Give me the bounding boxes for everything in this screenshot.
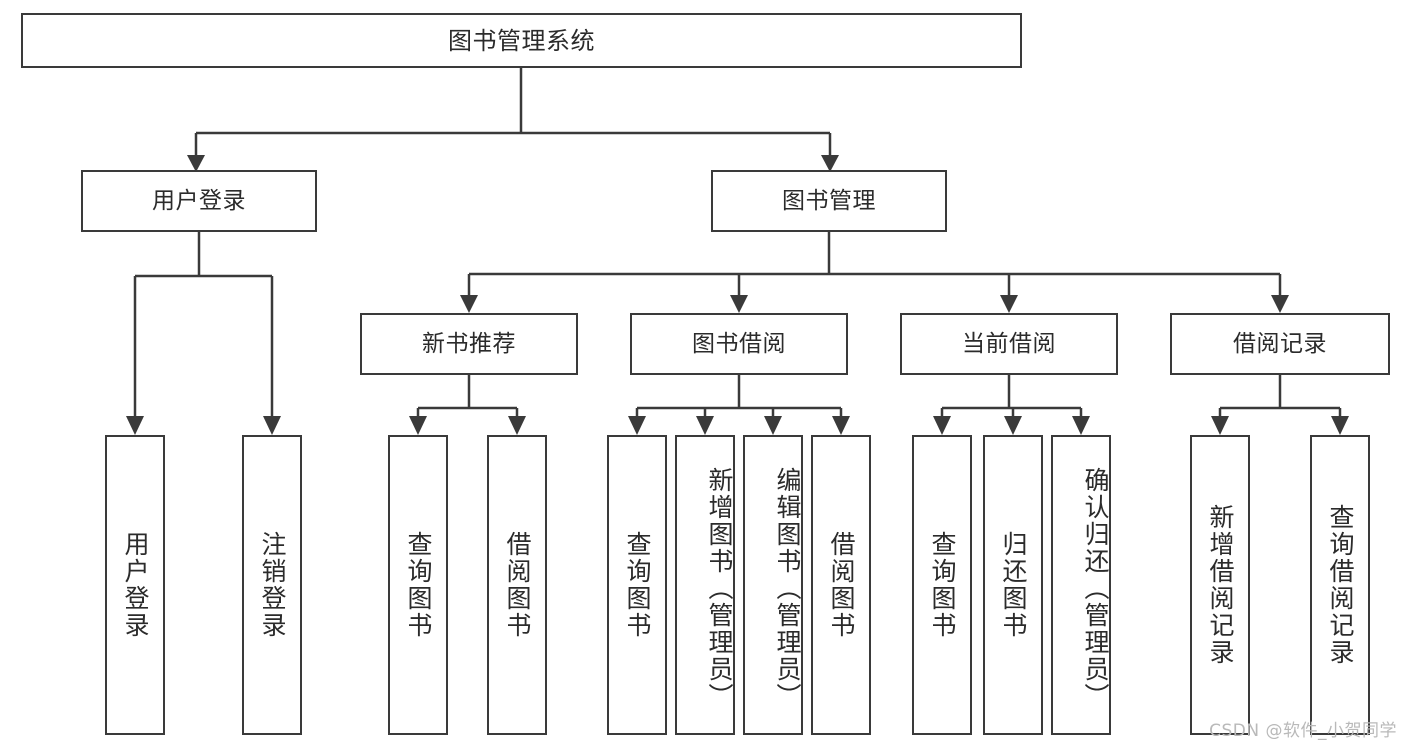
node-leaf-query-book-3[interactable]: 查询图书 <box>912 435 972 735</box>
node-leaf-return-book[interactable]: 归还图书 <box>983 435 1043 735</box>
node-book-manage[interactable]: 图书管理 <box>711 170 947 232</box>
node-leaf-confirm-return[interactable]: 确认归还（管理员） <box>1051 435 1111 735</box>
node-leaf-borrow-book-1[interactable]: 借阅图书 <box>487 435 547 735</box>
node-label: 查询图书 <box>404 531 433 639</box>
node-root-system[interactable]: 图书管理系统 <box>21 13 1022 68</box>
node-label: 图书借阅 <box>692 330 786 357</box>
node-borrow-record[interactable]: 借阅记录 <box>1170 313 1390 375</box>
node-label: 借阅图书 <box>827 531 856 639</box>
node-book-borrow[interactable]: 图书借阅 <box>630 313 848 375</box>
node-label: 新增图书（管理员） <box>705 466 734 710</box>
node-leaf-query-book-2[interactable]: 查询图书 <box>607 435 667 735</box>
node-user-login[interactable]: 用户登录 <box>81 170 317 232</box>
node-leaf-query-record[interactable]: 查询借阅记录 <box>1310 435 1370 735</box>
node-leaf-query-book-1[interactable]: 查询图书 <box>388 435 448 735</box>
node-label: 图书管理系统 <box>448 26 595 55</box>
node-label: 查询借阅记录 <box>1326 504 1355 666</box>
node-leaf-add-book[interactable]: 新增图书（管理员） <box>675 435 735 735</box>
node-label: 用户登录 <box>152 187 246 214</box>
node-current-borrow[interactable]: 当前借阅 <box>900 313 1118 375</box>
node-label: 查询图书 <box>623 531 652 639</box>
node-label: 编辑图书（管理员） <box>773 466 802 710</box>
node-label: 用户登录 <box>121 531 150 639</box>
node-leaf-edit-book[interactable]: 编辑图书（管理员） <box>743 435 803 735</box>
node-label: 注销登录 <box>258 531 287 639</box>
node-leaf-logout[interactable]: 注销登录 <box>242 435 302 735</box>
node-label: 新增借阅记录 <box>1206 504 1235 666</box>
node-label: 图书管理 <box>782 187 876 214</box>
node-label: 确认归还（管理员） <box>1081 466 1110 710</box>
node-label: 借阅记录 <box>1233 330 1327 357</box>
node-label: 新书推荐 <box>422 330 516 357</box>
node-label: 归还图书 <box>999 531 1028 639</box>
node-leaf-add-record[interactable]: 新增借阅记录 <box>1190 435 1250 735</box>
node-leaf-borrow-book-2[interactable]: 借阅图书 <box>811 435 871 735</box>
node-label: 当前借阅 <box>962 330 1056 357</box>
node-leaf-user-login[interactable]: 用户登录 <box>105 435 165 735</box>
watermark-text: CSDN @软件_小贺同学 <box>1209 721 1397 741</box>
node-label: 借阅图书 <box>503 531 532 639</box>
node-new-book-rec[interactable]: 新书推荐 <box>360 313 578 375</box>
node-label: 查询图书 <box>928 531 957 639</box>
